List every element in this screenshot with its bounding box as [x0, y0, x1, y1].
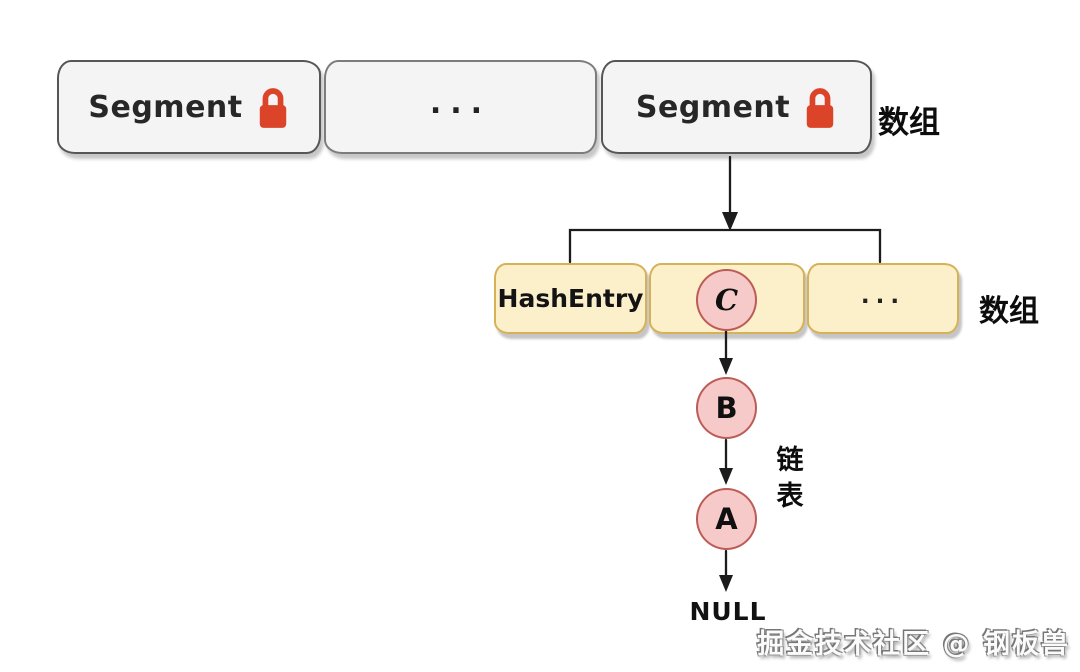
hashentry-label: HashEntry: [497, 284, 644, 313]
bucket-bracket: [568, 228, 882, 264]
segment-to-bucket-arrowhead: [722, 212, 738, 231]
segment-box-2: Segment: [601, 60, 872, 154]
segment-label: Segment: [88, 89, 243, 125]
hashentry-box-1: HashEntry: [494, 263, 647, 334]
lock-icon: [259, 88, 286, 128]
list-node-a: A: [696, 488, 757, 550]
node-c-to-b-arrowhead: [719, 358, 733, 375]
list-node-c: C: [696, 269, 757, 331]
segment-array-label: 数组: [878, 105, 940, 141]
linked-list-label: 链表: [776, 445, 804, 512]
node-a-to-null-arrowhead: [719, 575, 733, 592]
hashentry-box-ellipsis: ...: [807, 263, 959, 334]
lock-icon: [806, 88, 834, 128]
segment-ellipsis-label: ...: [429, 85, 492, 121]
node-b-to-a-arrowhead: [719, 468, 733, 485]
watermark: 掘金技术社区 @ 钢板兽: [757, 629, 1070, 660]
hashentry-array-label: 数组: [979, 294, 1039, 329]
segment-box-ellipsis: ...: [324, 60, 597, 154]
hashentry-ellipsis-label: ...: [860, 282, 906, 309]
segment-box-1: Segment: [57, 60, 321, 154]
list-node-b: B: [696, 377, 757, 439]
segment-label: Segment: [635, 89, 791, 125]
null-terminator-label: NULL: [689, 597, 767, 626]
